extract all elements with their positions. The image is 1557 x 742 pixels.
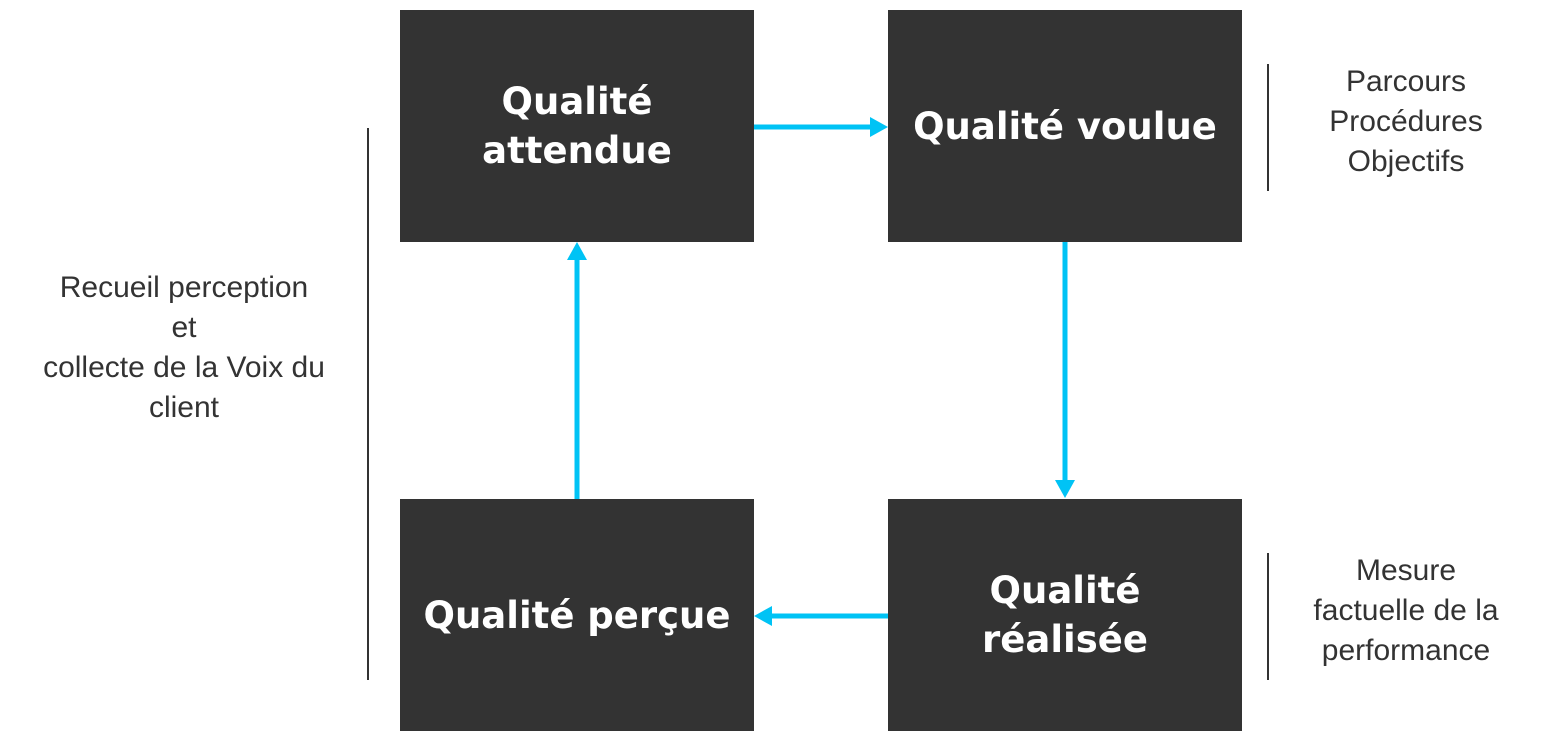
bracket-line-right-top — [1267, 64, 1269, 191]
annotation-line: et — [171, 311, 197, 344]
annotation-line: Objectifs — [1347, 145, 1465, 178]
arrow-voulue-to-realisee — [1055, 242, 1075, 498]
bracket-line-right-bottom — [1267, 553, 1269, 680]
annotation-line: performance — [1321, 634, 1491, 667]
annotation-line: factuelle de la — [1313, 594, 1499, 627]
annotation-voix-du-client: Recueil perception et collecte de la Voi… — [14, 268, 354, 428]
annotation-line: Parcours — [1345, 65, 1467, 98]
box-qualite-attendue: Qualité attendue — [400, 10, 754, 242]
box-qualite-percue: Qualité perçue — [400, 499, 754, 731]
annotation-line: client — [148, 391, 220, 424]
annotation-line: Procédures — [1329, 105, 1483, 138]
annotation-line: Recueil perception — [59, 271, 309, 304]
annotation-parcours: Parcours Procédures Objectifs — [1280, 62, 1532, 182]
arrow-attendue-to-voulue — [754, 117, 888, 137]
bracket-line-left — [367, 128, 369, 680]
box-qualite-voulue: Qualité voulue — [888, 10, 1242, 242]
box-label-line: Qualité — [501, 80, 653, 123]
annotation-line: collecte de la Voix du — [43, 351, 325, 384]
box-label-line: Qualité — [989, 569, 1141, 612]
box-label-line: réalisée — [982, 618, 1148, 661]
box-label-line: Qualité perçue — [423, 593, 731, 637]
box-label-line: Qualité voulue — [913, 104, 1217, 148]
annotation-mesure: Mesure factuelle de la performance — [1280, 551, 1532, 671]
arrow-percue-to-attendue — [567, 242, 587, 499]
annotation-line: Mesure — [1355, 554, 1457, 587]
box-qualite-realisee: Qualité réalisée — [888, 499, 1242, 731]
arrow-realisee-to-percue — [754, 606, 888, 626]
box-label-line: attendue — [482, 129, 672, 172]
